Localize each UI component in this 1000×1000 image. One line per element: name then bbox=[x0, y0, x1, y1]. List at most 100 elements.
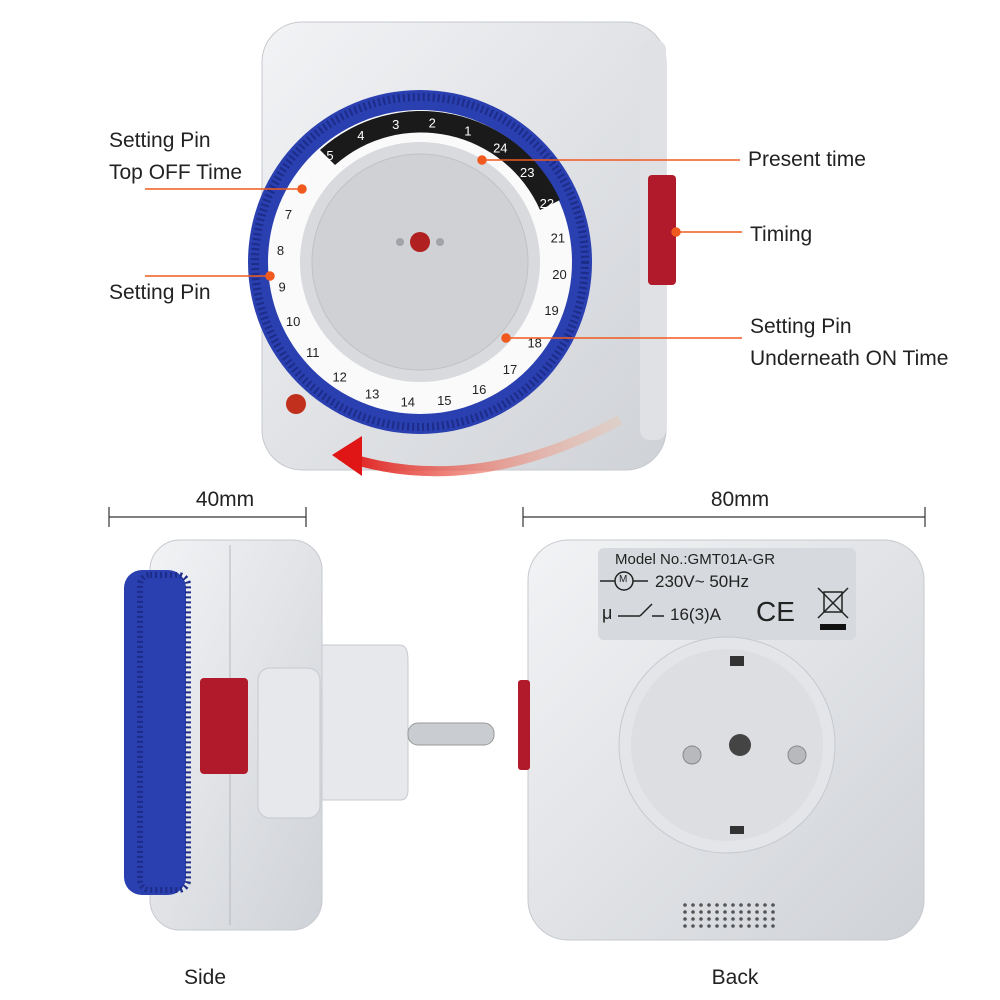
dial-number: 18 bbox=[527, 335, 541, 350]
vent-hole bbox=[747, 903, 751, 907]
dial-number: 5 bbox=[326, 148, 333, 163]
callout-setting-pin-top-off: Setting Pin bbox=[109, 129, 211, 152]
dial-number: 21 bbox=[551, 231, 565, 246]
dial-number: 19 bbox=[544, 303, 558, 318]
rating-label bbox=[598, 548, 856, 640]
dial-number: 23 bbox=[520, 165, 534, 180]
vent-hole bbox=[699, 903, 703, 907]
vent-hole bbox=[691, 903, 695, 907]
callout-underneath-on-time: Underneath ON Time bbox=[750, 347, 949, 370]
dial-number: 11 bbox=[306, 345, 320, 360]
timer-back-view bbox=[518, 539, 925, 941]
vent-hole bbox=[691, 924, 695, 928]
vent-hole bbox=[699, 917, 703, 921]
switch-symbol: μ bbox=[602, 603, 613, 623]
dial-number: 20 bbox=[552, 267, 566, 282]
indicator-led bbox=[286, 394, 306, 414]
vent-hole bbox=[731, 924, 735, 928]
vent-hole bbox=[707, 924, 711, 928]
vent-hole bbox=[771, 917, 775, 921]
dial-number: 12 bbox=[332, 370, 346, 385]
vent-hole bbox=[739, 917, 743, 921]
vent-hole bbox=[739, 903, 743, 907]
side-timing-switch bbox=[200, 678, 248, 774]
dial-number: 2 bbox=[429, 116, 436, 131]
vent-hole bbox=[731, 910, 735, 914]
dial-number: 22 bbox=[540, 196, 554, 211]
timing-switch[interactable] bbox=[648, 175, 676, 285]
vent-hole bbox=[683, 917, 687, 921]
rotation-arrow-icon bbox=[332, 436, 362, 476]
dial-number: 10 bbox=[286, 314, 300, 329]
dial-number: 17 bbox=[503, 362, 517, 377]
vent-hole bbox=[747, 910, 751, 914]
label-model: Model No.:GMT01A-GR bbox=[615, 551, 776, 568]
vent-hole bbox=[739, 924, 743, 928]
vent-hole bbox=[707, 917, 711, 921]
vent-hole bbox=[755, 924, 759, 928]
vent-hole bbox=[755, 917, 759, 921]
dial-number: 24 bbox=[493, 140, 507, 155]
vent-hole bbox=[691, 910, 695, 914]
plug-pin bbox=[407, 722, 495, 746]
vent-hole bbox=[699, 910, 703, 914]
dimension-lines bbox=[108, 507, 926, 527]
vent-hole bbox=[739, 910, 743, 914]
vent-hole bbox=[763, 910, 767, 914]
dial-number: 3 bbox=[392, 117, 399, 132]
vent-hole bbox=[755, 910, 759, 914]
caption-side: Side bbox=[183, 966, 227, 989]
dial-number: 1 bbox=[464, 123, 471, 138]
vent-holes bbox=[683, 903, 775, 928]
vent-hole bbox=[755, 903, 759, 907]
dial-number: 15 bbox=[437, 393, 451, 408]
dial-number: 6 bbox=[302, 175, 309, 190]
callout-setting-pin-under: Setting Pin bbox=[750, 315, 852, 338]
vent-hole bbox=[763, 917, 767, 921]
dimension-depth: 40mm bbox=[195, 488, 255, 511]
callout-top-off-time: Top OFF Time bbox=[109, 161, 243, 184]
vent-hole bbox=[763, 903, 767, 907]
dial-number: 8 bbox=[277, 243, 284, 258]
vent-hole bbox=[723, 917, 727, 921]
vent-hole bbox=[707, 903, 711, 907]
vent-hole bbox=[723, 910, 727, 914]
vent-hole bbox=[699, 924, 703, 928]
vent-hole bbox=[723, 903, 727, 907]
motor-symbol: M bbox=[619, 574, 628, 585]
dial-number: 16 bbox=[472, 382, 486, 397]
vent-hole bbox=[715, 903, 719, 907]
vent-hole bbox=[747, 924, 751, 928]
vent-hole bbox=[763, 924, 767, 928]
vent-hole bbox=[715, 917, 719, 921]
dial-number: 13 bbox=[365, 387, 379, 402]
vent-hole bbox=[683, 910, 687, 914]
timer-side-view bbox=[124, 539, 495, 931]
socket-hole bbox=[410, 232, 430, 252]
callout-setting-pin: Setting Pin bbox=[109, 281, 211, 304]
callout-present-time: Present time bbox=[748, 148, 866, 171]
vent-hole bbox=[715, 910, 719, 914]
vent-hole bbox=[683, 903, 687, 907]
vent-hole bbox=[771, 903, 775, 907]
dial-number: 7 bbox=[285, 207, 292, 222]
vent-hole bbox=[771, 924, 775, 928]
dimension-width: 80mm bbox=[710, 488, 770, 511]
ce-mark: CE bbox=[756, 596, 795, 627]
vent-hole bbox=[723, 924, 727, 928]
vent-hole bbox=[715, 924, 719, 928]
vent-hole bbox=[771, 910, 775, 914]
caption-back: Back bbox=[711, 966, 759, 989]
vent-hole bbox=[731, 903, 735, 907]
label-current: 16(3)A bbox=[670, 605, 722, 624]
callout-lines bbox=[145, 155, 742, 343]
dial-number: 9 bbox=[279, 279, 286, 294]
vent-hole bbox=[707, 910, 711, 914]
vent-hole bbox=[731, 917, 735, 921]
dial-number: 14 bbox=[401, 394, 415, 409]
vent-hole bbox=[683, 924, 687, 928]
